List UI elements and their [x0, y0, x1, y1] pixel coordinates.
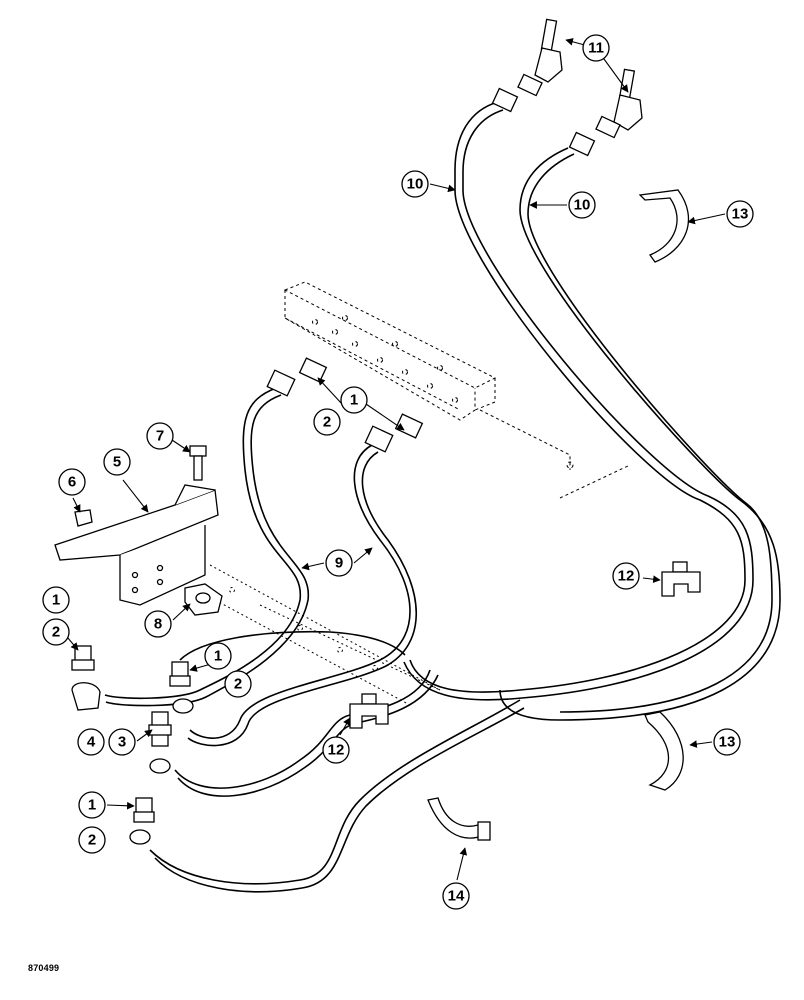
svg-text:13: 13	[732, 206, 749, 223]
svg-text:1: 1	[88, 797, 96, 814]
callout-2: 2	[78, 826, 106, 854]
callout-1: 1	[42, 586, 70, 614]
svg-text:10: 10	[407, 176, 424, 193]
callout-10: 10	[568, 191, 596, 219]
svg-text:12: 12	[618, 568, 635, 585]
svg-text:1: 1	[350, 392, 358, 409]
svg-text:4: 4	[87, 734, 96, 751]
svg-text:1: 1	[52, 592, 60, 609]
svg-text:14: 14	[448, 888, 465, 905]
callout-1: 1	[78, 791, 106, 819]
callout-12: 12	[612, 562, 640, 590]
svg-text:5: 5	[113, 454, 121, 471]
svg-text:2: 2	[88, 832, 96, 849]
manifold-block	[283, 281, 631, 499]
callout-8: 8	[144, 610, 172, 638]
svg-text:8: 8	[154, 616, 162, 633]
straps	[427, 189, 690, 841]
callout-5: 5	[103, 448, 131, 476]
callout-1: 1	[340, 386, 368, 414]
callout-2: 2	[224, 670, 252, 698]
svg-text:10: 10	[574, 197, 591, 214]
svg-text:3: 3	[118, 734, 126, 751]
leader-lines	[56, 38, 726, 881]
callout-10: 10	[401, 170, 429, 198]
figure-code: 870499	[28, 963, 60, 973]
callout-14: 14	[442, 882, 470, 910]
callout-3: 3	[108, 728, 136, 756]
svg-text:9: 9	[335, 555, 343, 572]
callout-9: 9	[325, 549, 353, 577]
svg-text:13: 13	[719, 734, 736, 751]
svg-text:2: 2	[52, 624, 60, 641]
callout-11: 11	[582, 34, 610, 62]
callout-13: 13	[713, 728, 741, 756]
svg-text:7: 7	[156, 428, 164, 445]
callout-2: 2	[42, 618, 70, 646]
callout-13: 13	[726, 200, 754, 228]
svg-text:12: 12	[328, 742, 345, 759]
svg-text:1: 1	[214, 648, 222, 665]
svg-text:2: 2	[234, 676, 242, 693]
callouts: 11 10 10 13 1 2 7 5 6 9 12 8 1 2 1 2 4 3…	[42, 34, 754, 910]
svg-text:2: 2	[323, 414, 331, 431]
svg-text:6: 6	[68, 474, 76, 491]
callout-1: 1	[204, 642, 232, 670]
hydraulic-tubes	[104, 101, 781, 893]
callout-7: 7	[146, 422, 174, 450]
svg-text:11: 11	[588, 40, 604, 57]
callout-4: 4	[77, 728, 105, 756]
callout-12: 12	[322, 736, 350, 764]
mounting-rails	[209, 564, 441, 706]
callout-2: 2	[313, 408, 341, 436]
callout-6: 6	[58, 468, 86, 496]
fittings	[54, 18, 701, 845]
